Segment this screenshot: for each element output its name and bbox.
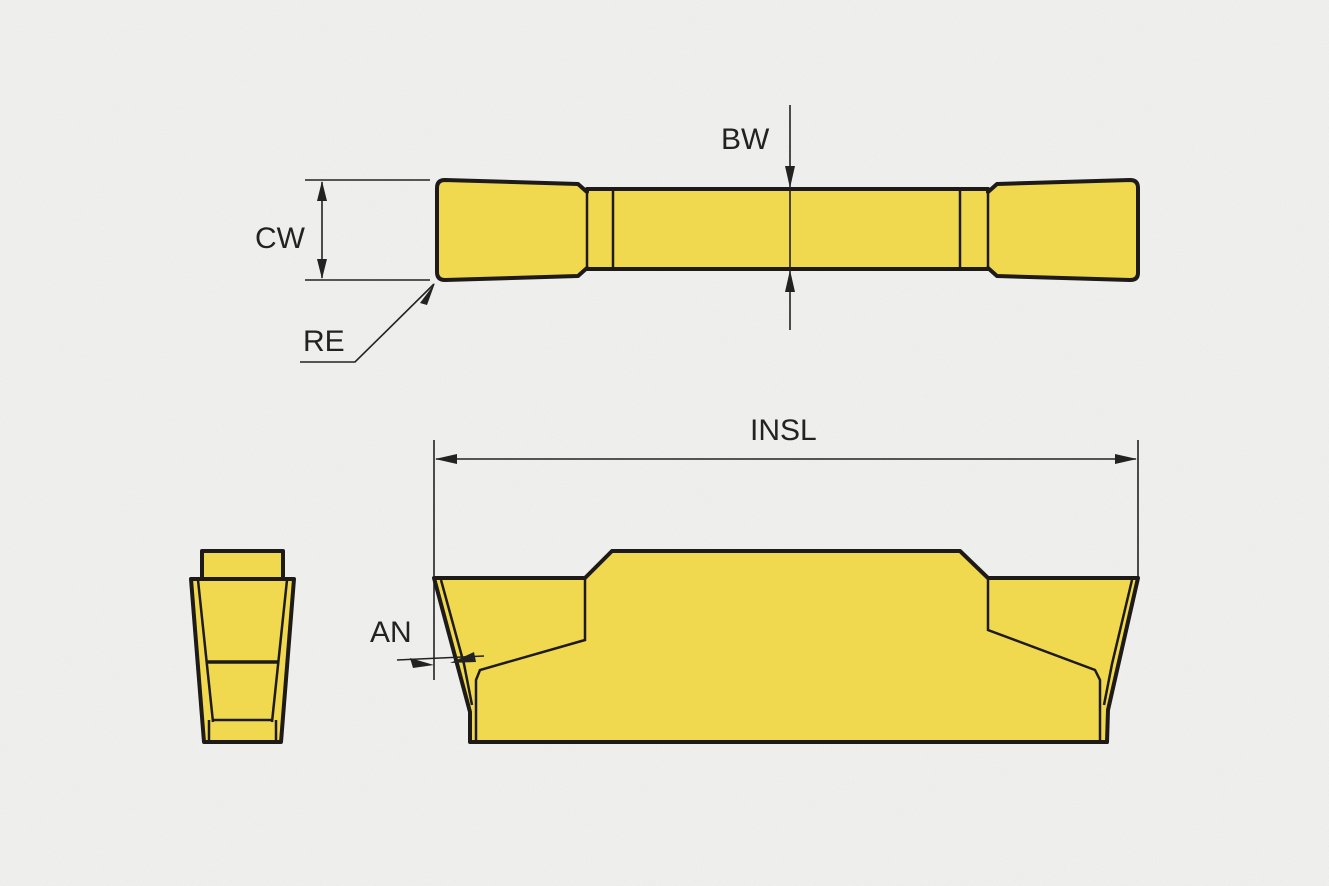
- chipbreaker-right: [986, 578, 1102, 742]
- insl-label: INSL: [750, 414, 817, 447]
- arrow-icon: [1115, 454, 1137, 464]
- arrow-icon: [450, 652, 476, 663]
- end-view-top: [200, 549, 285, 581]
- end-view: [189, 549, 296, 744]
- arrow-icon: [785, 270, 795, 292]
- bw-label: BW: [721, 123, 770, 156]
- re-dimension: RE: [300, 283, 435, 363]
- side-view: [432, 549, 1140, 744]
- top-view-outline: [435, 178, 1140, 282]
- top-view: [435, 178, 1140, 282]
- arrow-icon: [317, 259, 327, 279]
- cw-label: CW: [255, 222, 306, 255]
- side-view-outline: [432, 549, 1140, 744]
- relief-line-right: [1102, 579, 1134, 706]
- end-view-line: [270, 579, 289, 723]
- arrow-icon: [317, 181, 327, 201]
- an-dimension: AN: [370, 616, 485, 668]
- end-view-line: [196, 579, 215, 723]
- arrow-icon: [785, 166, 795, 188]
- chipbreaker-left: [474, 578, 587, 742]
- relief-line-left: [439, 579, 474, 706]
- bw-dimension: BW: [721, 105, 795, 330]
- re-label: RE: [303, 325, 345, 358]
- arrow-icon: [420, 283, 435, 305]
- cw-dimension: CW: [255, 179, 430, 281]
- arrow-icon: [410, 658, 434, 668]
- insl-dimension: INSL: [433, 414, 1139, 680]
- arrow-icon: [435, 454, 457, 464]
- an-label: AN: [370, 616, 412, 649]
